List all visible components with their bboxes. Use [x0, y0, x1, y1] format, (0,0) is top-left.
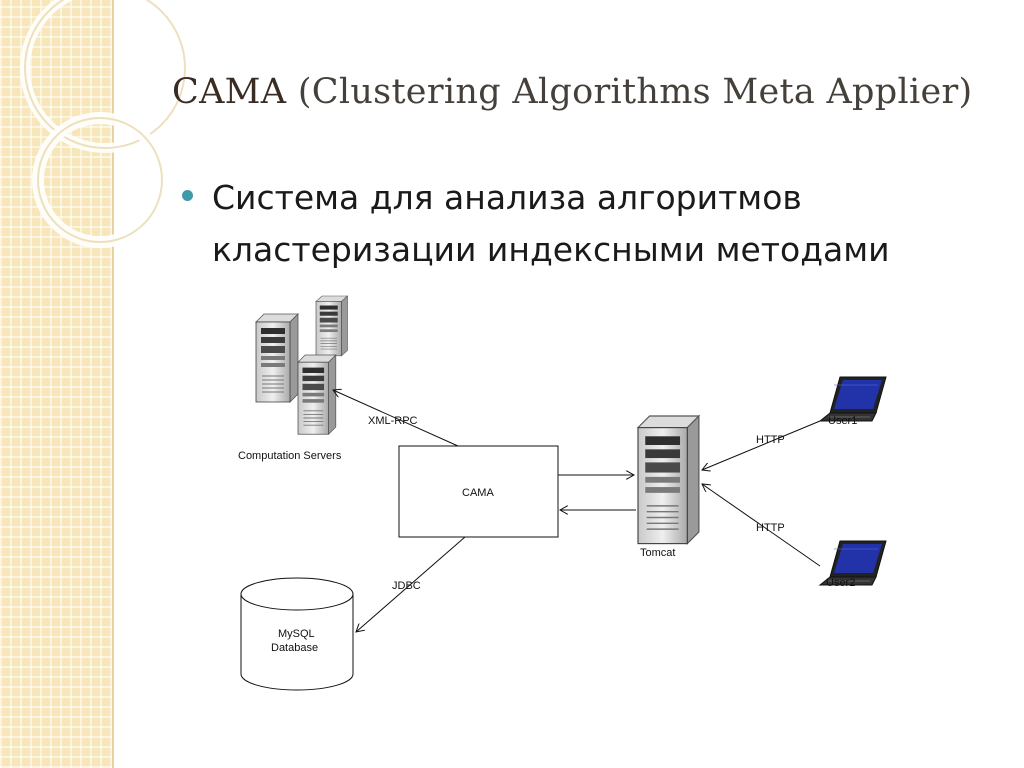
bullet-item: Система для анализа алгоритмов кластериз…	[182, 172, 982, 276]
http2-label: HTTP	[756, 522, 785, 534]
side-strip-edge	[112, 0, 114, 768]
slide-title-subtitle: (Clustering Algorithms Meta Applier)	[297, 72, 973, 112]
bullet-dot-icon	[182, 190, 193, 201]
user1-label: User1	[828, 415, 857, 427]
database-label-line2: Database	[271, 642, 318, 654]
cama-label: CAMA	[462, 487, 494, 499]
user2-label: User2	[826, 577, 855, 589]
http1-arrow	[702, 420, 821, 470]
slide-title: CAMA (Clustering Algorithms Meta Applier…	[172, 72, 972, 112]
tomcat-label: Tomcat	[640, 547, 675, 559]
computation-servers-icon	[255, 295, 348, 435]
xmlrpc-label: XML-RPC	[368, 415, 418, 427]
http1-label: HTTP	[756, 434, 785, 446]
database-label-line1: MySQL	[278, 628, 315, 640]
http2-arrow	[702, 484, 821, 567]
xmlrpc-arrow	[333, 390, 459, 447]
cama-box	[398, 445, 559, 538]
database-cylinder-icon	[240, 577, 354, 691]
jdbc-arrow	[356, 536, 466, 632]
bullet-line-2: кластеризации индексными методами	[212, 230, 890, 269]
jdbc-label: JDBC	[392, 580, 421, 592]
bullet-text: Система для анализа алгоритмов кластериз…	[182, 172, 982, 276]
decorative-rings	[20, 0, 190, 248]
tomcat-server-icon	[637, 415, 700, 545]
computation-servers-label: Computation Servers	[238, 450, 342, 462]
slide-title-main: CAMA	[172, 72, 287, 112]
bullet-line-1: Система для анализа алгоритмов	[212, 178, 802, 217]
